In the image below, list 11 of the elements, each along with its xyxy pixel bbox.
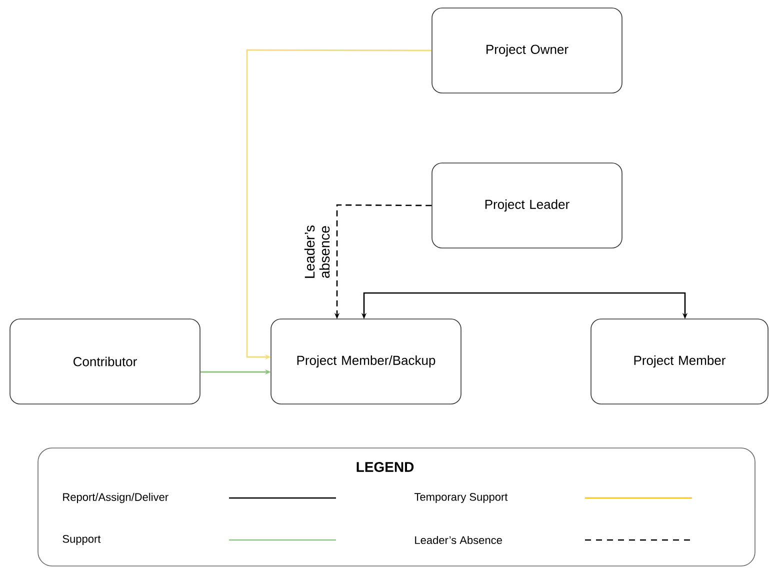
legend-label: Temporary Support: [414, 493, 508, 503]
process-box: Contributor: [10, 318, 200, 404]
process-box: Project Owner: [432, 8, 622, 94]
legend-label: Report/Assign/Deliver: [63, 492, 168, 504]
edge-label: Leader’s absence: [304, 226, 330, 278]
process-box: Project Member/Backup: [270, 318, 462, 404]
process-box: Project Member: [590, 318, 768, 404]
legend-title: LEGEND: [356, 462, 414, 472]
process-box: Project Leader: [432, 162, 622, 248]
legend-label: Support: [62, 535, 101, 545]
legend-label: Leader’s Absence: [415, 536, 502, 544]
